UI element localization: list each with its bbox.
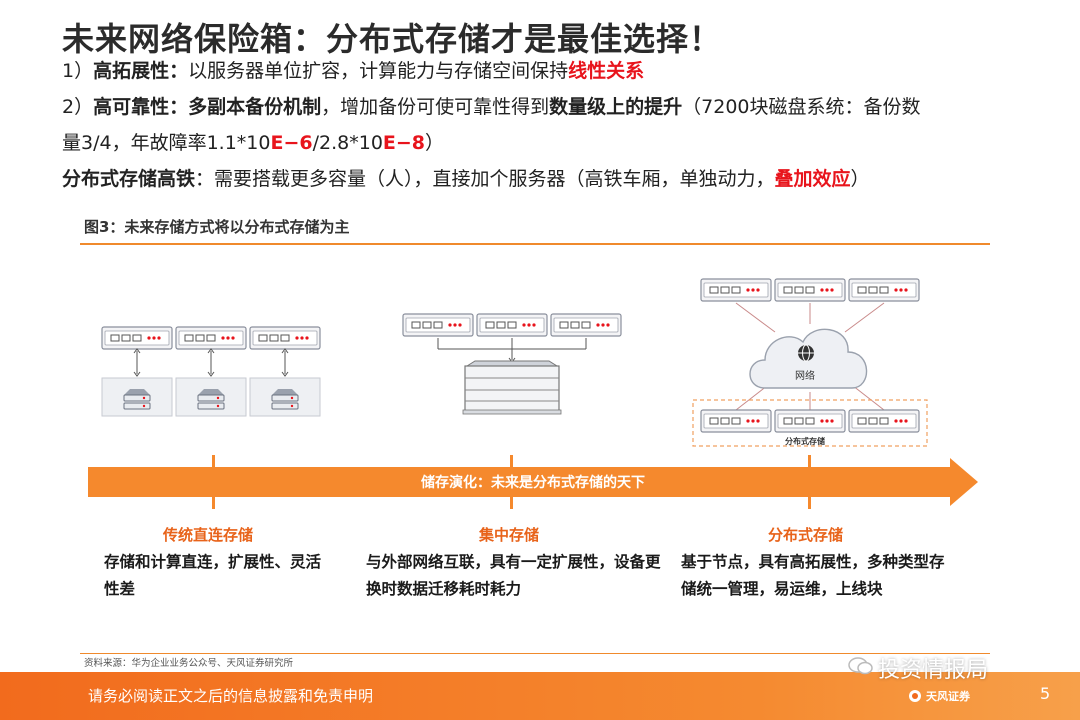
point-2: 2）高可靠性：多副本备份机制，增加备份可使可靠性得到数量级上的提升（7200块磁… — [62, 94, 921, 120]
source-rule — [80, 653, 990, 654]
disclaimer-link[interactable]: 请务必阅读正文之后的信息披露和免责申明 — [88, 687, 374, 705]
stage-2-links — [437, 338, 587, 363]
evolution-arrow — [88, 455, 978, 509]
stage-1-servers — [101, 326, 321, 350]
distributed-label: 分布式存储 — [785, 436, 825, 446]
point-3-highlight: 叠加效应 — [774, 168, 851, 190]
point-2-text: ，增加备份可使可靠性得到 — [321, 96, 550, 118]
stage-3-bottom-servers — [700, 409, 920, 433]
stage-2-desc: 与外部网络互联，具有一定扩展性，设备更换时数据迁移耗时耗力 — [366, 553, 661, 598]
stage-3-title: 分布式存储 — [768, 526, 844, 544]
stage-3-links — [735, 302, 885, 411]
figure-top-rule — [80, 243, 990, 245]
point-2-line2-c: ） — [425, 132, 445, 154]
arrow-label: 储存演化：未来是分布式存储的天下 — [420, 474, 645, 491]
point-1-prefix: 1） — [62, 60, 94, 82]
point-1: 1）高拓展性：以服务器单位扩容，计算能力与存储空间保持线性关系 — [62, 58, 644, 84]
point-1-highlight: 线性关系 — [568, 60, 645, 82]
stage-1-title: 传统直连存储 — [163, 526, 254, 544]
point-2-emphasis: 数量级上的提升 — [549, 96, 683, 118]
company-logo-text: 天风证券 — [926, 690, 970, 703]
source-note: 资料来源：华为企业业务公众号、天风证券研究所 — [84, 658, 294, 669]
point-2-exp-1: E−6 — [270, 132, 313, 154]
point-2-exp-2: E−8 — [382, 132, 426, 154]
point-2-line2-b: /2.8*10 — [312, 132, 383, 154]
stage-2-storage-array — [462, 360, 562, 415]
page-number: 5 — [1040, 684, 1051, 703]
point-3-text: ：需要搭载更多容量（人），直接加个服务器（高铁车厢，单独动力， — [195, 168, 775, 190]
footer-bar — [0, 672, 1080, 720]
point-2-prefix: 2） — [62, 96, 94, 118]
watermark-text: 投资情报局 — [878, 658, 989, 683]
point-1-text: 以服务器单位扩容，计算能力与存储空间保持 — [188, 60, 569, 82]
stage-1-links — [133, 348, 289, 377]
globe-icon — [798, 344, 814, 362]
stage-2-title: 集中存储 — [479, 526, 540, 544]
point-2-text-2: （7200块磁盘系统：备份数 — [682, 96, 921, 118]
point-2-line2-a: 量3/4，年故障率1.1*10 — [62, 132, 271, 154]
network-label: 网络 — [795, 369, 815, 382]
page-title: 未来网络保险箱：分布式存储才是最佳选择！ — [62, 20, 723, 58]
point-3-heading: 分布式存储高铁 — [62, 168, 196, 190]
point-2-heading: 高可靠性：多副本备份机制 — [93, 96, 322, 118]
stage-1-disks — [101, 377, 321, 417]
wechat-icon — [848, 656, 874, 676]
point-3-end: ） — [850, 168, 870, 190]
stage-1-desc: 存储和计算直连，扩展性、灵活性差 — [104, 553, 322, 598]
stage-3-desc: 基于节点，具有高拓展性，多种类型存储统一管理，易运维，上线块 — [681, 553, 945, 598]
company-logo-icon — [908, 688, 922, 702]
stage-2-servers — [402, 313, 622, 337]
figure-caption: 图3：未来存储方式将以分布式存储为主 — [84, 218, 350, 236]
stage-3-top-servers — [700, 278, 920, 302]
point-3: 分布式存储高铁：需要搭载更多容量（人），直接加个服务器（高铁车厢，单独动力，叠加… — [62, 166, 870, 192]
point-1-heading: 高拓展性： — [93, 60, 189, 82]
point-2-continued: 量3/4，年故障率1.1*10E−6/2.8*10E−8） — [62, 130, 444, 156]
